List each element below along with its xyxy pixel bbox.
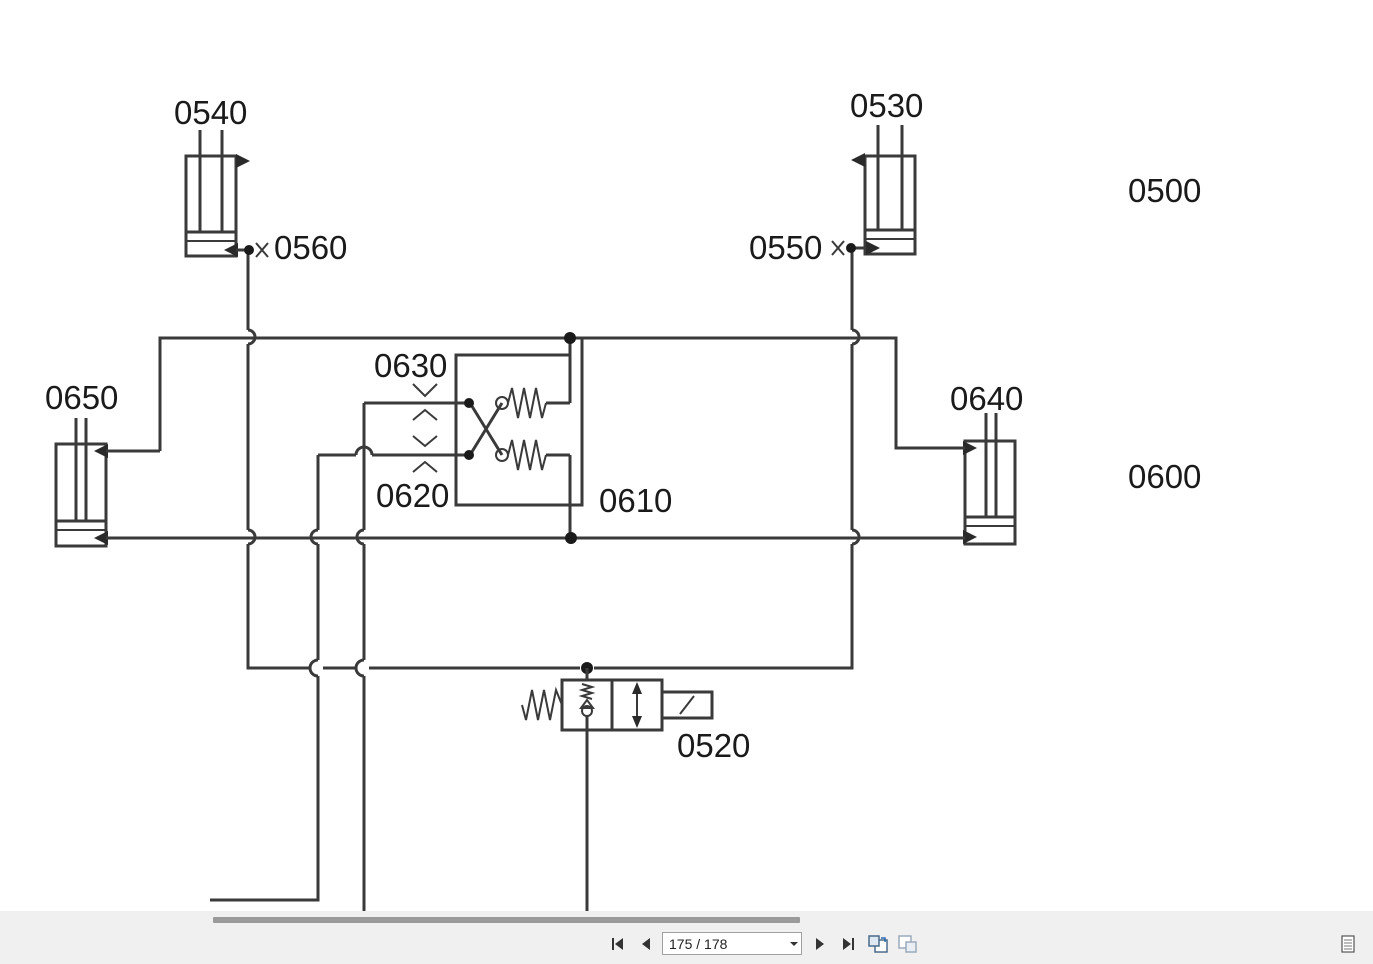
- page-indicator: 175 / 178: [669, 935, 728, 952]
- chevron-down-icon[interactable]: [787, 933, 801, 954]
- previous-page-icon[interactable]: [634, 932, 658, 956]
- label-0600: 0600: [1128, 458, 1201, 495]
- last-page-icon[interactable]: [836, 932, 860, 956]
- label-0650: 0650: [45, 379, 118, 416]
- label-0610: 0610: [599, 482, 672, 519]
- test-point-0550: [831, 240, 856, 256]
- first-page-icon[interactable]: [606, 932, 630, 956]
- cylinder-0640: [963, 413, 1017, 546]
- label-0640: 0640: [950, 380, 1023, 417]
- document-viewport[interactable]: 0540 0530 0500 0560 0550 0630 0650 0640 …: [0, 0, 1373, 911]
- test-point-0560: [244, 242, 269, 258]
- horizontal-scrollbar-thumb[interactable]: [213, 917, 800, 923]
- piping: [106, 248, 965, 911]
- go-back-view-icon[interactable]: [866, 932, 890, 956]
- label-0500: 0500: [1128, 172, 1201, 209]
- label-0520: 0520: [677, 727, 750, 764]
- cylinder-0650: [54, 418, 108, 548]
- pneumatic-schematic: 0540 0530 0500 0560 0550 0630 0650 0640 …: [45, 87, 1201, 911]
- label-0560: 0560: [274, 229, 347, 266]
- label-0540: 0540: [174, 94, 247, 131]
- valve-0520: [521, 668, 714, 911]
- navigation-toolbar: 175 / 178: [0, 925, 1373, 964]
- label-0530: 0530: [850, 87, 923, 124]
- horizontal-scrollbar[interactable]: [0, 911, 1373, 925]
- label-0620: 0620: [376, 477, 449, 514]
- page-number-select[interactable]: 175 / 178: [662, 932, 802, 955]
- go-forward-view-icon[interactable]: [896, 932, 920, 956]
- cylinder-0530: [851, 125, 917, 256]
- next-page-icon[interactable]: [808, 932, 832, 956]
- label-0630: 0630: [374, 347, 447, 384]
- cylinder-0540: [184, 130, 250, 258]
- label-0550: 0550: [749, 229, 822, 266]
- page-layout-icon[interactable]: [1336, 932, 1360, 956]
